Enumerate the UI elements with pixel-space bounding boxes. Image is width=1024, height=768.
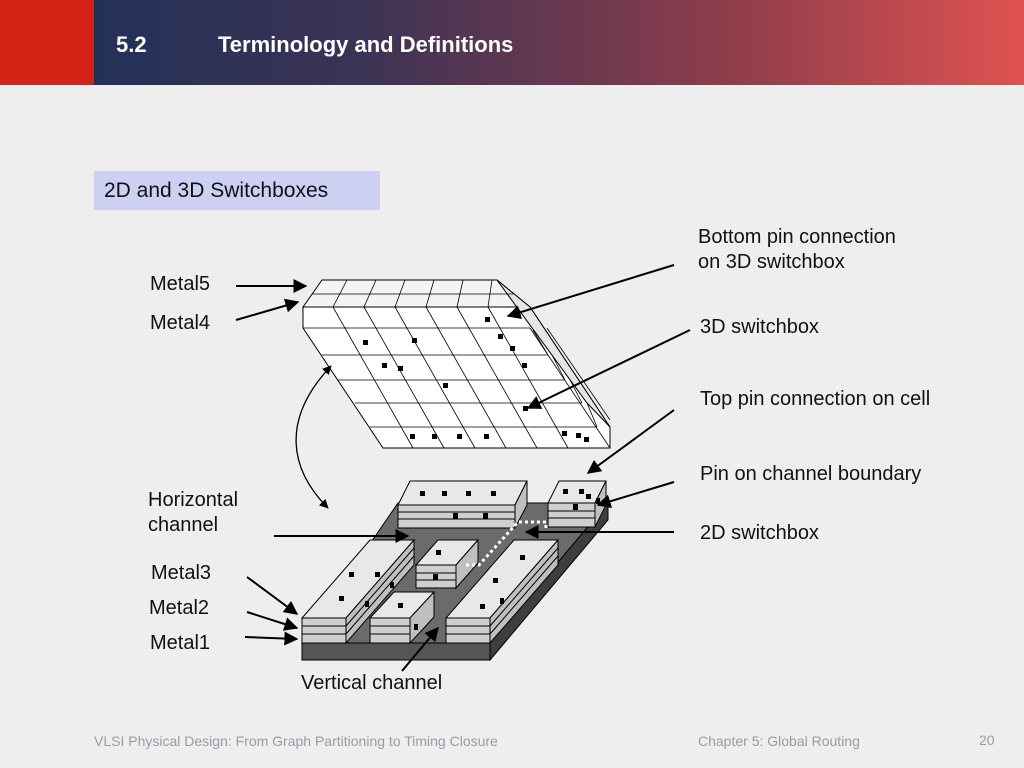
label-top-pin: Top pin connection on cell [700, 388, 931, 410]
label-metal4: Metal4 [150, 312, 211, 334]
label-pin-channel-boundary: Pin on channel boundary [700, 463, 922, 485]
label-metal5: Metal5 [150, 273, 211, 295]
label-horizontal-channel-2: channel [148, 514, 219, 536]
label-3d-switchbox: 3D switchbox [700, 316, 819, 338]
cell-left [300, 538, 416, 645]
footer-chapter: Chapter 5: Global Routing [698, 733, 860, 749]
label-vertical-channel: Vertical channel [301, 672, 443, 694]
footer-page-number: 20 [979, 732, 995, 748]
footer-book-title: VLSI Physical Design: From Graph Partiti… [94, 733, 498, 749]
switchbox-3d-grid [302, 279, 611, 449]
cell-top [397, 480, 528, 529]
chip-2d-structure [300, 480, 610, 662]
label-bottom-pin-2: on 3D switchbox [698, 251, 845, 273]
cell-top-right [547, 480, 607, 528]
label-bottom-pin-1: Bottom pin connection [698, 226, 896, 248]
label-horizontal-channel-1: Horizontal [148, 489, 239, 511]
route-dotted [466, 520, 548, 567]
cell-right [444, 538, 560, 645]
cell-middle-bottom [368, 590, 436, 645]
header-accent-block [0, 0, 94, 85]
section-title: Terminology and Definitions [218, 32, 514, 57]
label-metal1: Metal1 [150, 632, 211, 654]
label-metal3: Metal3 [151, 562, 212, 584]
slide-header [0, 0, 1024, 85]
subtitle-text: 2D and 3D Switchboxes [104, 179, 329, 202]
label-2d-switchbox: 2D switchbox [700, 522, 819, 544]
label-metal2: Metal2 [149, 597, 210, 619]
section-number: 5.2 [116, 32, 147, 57]
curved-double-arrow [295, 365, 332, 509]
label-arrows [235, 264, 691, 672]
cell-center [414, 538, 480, 590]
subtitle-box: 2D and 3D Switchboxes [94, 171, 380, 210]
